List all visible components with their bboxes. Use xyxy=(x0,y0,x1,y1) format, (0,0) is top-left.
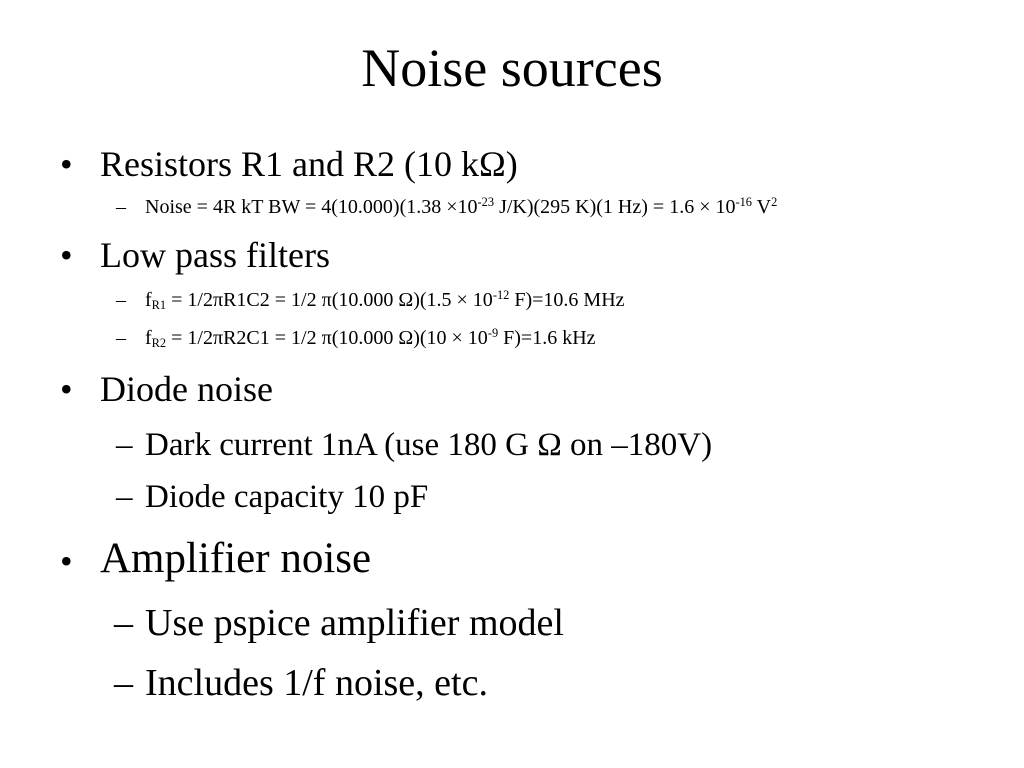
sub-dash: – xyxy=(116,289,126,311)
dark-current-text: Dark current 1nA (use 180 G Ω on –180V) xyxy=(145,427,713,463)
sub-dash: – xyxy=(114,602,133,644)
sub-dash: – xyxy=(116,327,126,349)
fr2-formula-part: = 1/2πR2C1 = 1/2 π(10.000 Ω)(10 × 10 xyxy=(166,327,488,349)
bullet-dot: • xyxy=(60,235,73,275)
noise-formula-part: Noise = 4R kT BW = 4(10.000)(1.38 ×10 xyxy=(145,196,478,218)
slide-title: Noise sources xyxy=(361,38,663,98)
diode-capacity-text: Diode capacity 10 pF xyxy=(145,479,429,515)
includes-text: Includes 1/f noise, etc. xyxy=(145,662,488,704)
fr2-subscript: R2 xyxy=(151,336,167,351)
bullet-dot: • xyxy=(60,369,73,409)
noise-formula-part: J/K)(295 K)(1 Hz) = 1.6 × 10 xyxy=(494,196,736,218)
fr1-formula-part: = 1/2πR1C2 = 1/2 π(10.000 Ω)(1.5 × 10 xyxy=(166,289,493,311)
sub-dash: – xyxy=(114,662,133,704)
sub-dash: – xyxy=(116,196,126,218)
bullet-dot: • xyxy=(60,541,73,581)
pspice-model-text: Use pspice amplifier model xyxy=(145,602,564,644)
fr1-exponent: -12 xyxy=(492,288,510,303)
diode-label: Diode noise xyxy=(100,369,273,409)
fr1-formula: fR1 = 1/2πR1C2 = 1/2 π(10.000 Ω)(1.5 × 1… xyxy=(145,289,625,312)
sub-dash: – xyxy=(116,427,133,463)
filters-label: Low pass filters xyxy=(100,235,330,275)
noise-formula-exponent: -23 xyxy=(477,195,495,210)
bullet-dot: • xyxy=(60,144,73,184)
fr1-symbol: f xyxy=(145,289,152,311)
resistors-label: Resistors R1 and R2 (10 kΩ) xyxy=(100,144,518,184)
fr2-symbol: f xyxy=(145,327,152,349)
amplifier-label: Amplifier noise xyxy=(100,535,372,582)
fr2-exponent: -9 xyxy=(487,326,499,341)
noise-formula-exponent: -16 xyxy=(735,195,752,210)
fr1-formula-part: F)=10.6 MHz xyxy=(509,289,625,311)
noise-formula-part: V xyxy=(752,196,772,218)
fr2-formula-part: F)=1.6 kHz xyxy=(498,327,596,349)
noise-formula-exponent: 2 xyxy=(771,195,778,210)
fr2-formula: fR2 = 1/2πR2C1 = 1/2 π(10.000 Ω)(10 × 10… xyxy=(145,327,596,350)
noise-formula: Noise = 4R kT BW = 4(10.000)(1.38 ×10-23… xyxy=(145,196,777,219)
fr1-subscript: R1 xyxy=(151,298,167,313)
sub-dash: – xyxy=(116,479,133,515)
